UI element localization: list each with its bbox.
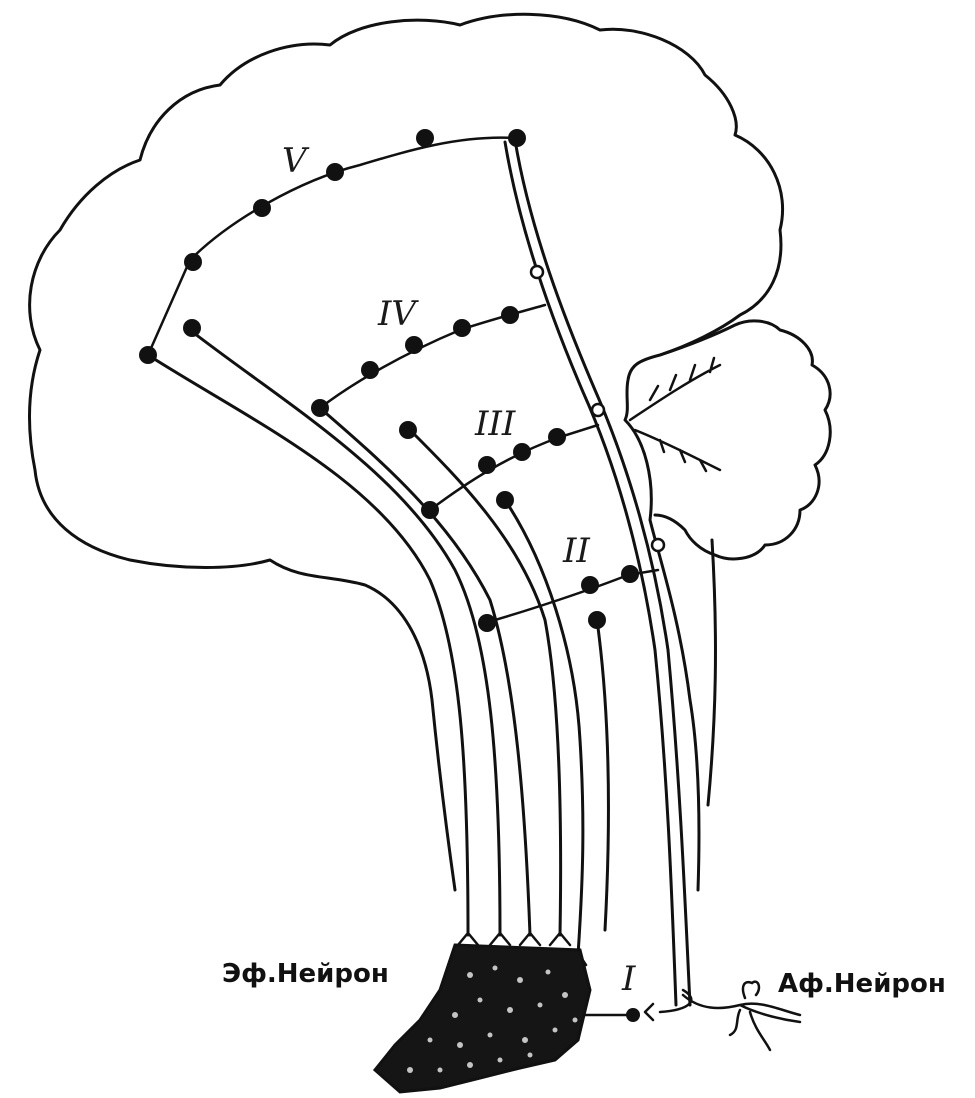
loop-III-neuron-1 (421, 501, 439, 519)
efferent-fiber-6 (597, 620, 608, 930)
loop-IV-neuron-1 (311, 399, 329, 417)
loop-V-neuron-1 (139, 346, 157, 364)
loop-V-neuron-3 (253, 199, 271, 217)
efferent-fiber-2 (190, 330, 500, 935)
loop-V-neuron-7 (183, 319, 201, 337)
loop-IV-neuron-2 (361, 361, 379, 379)
loop-IV-neuron-3 (405, 336, 423, 354)
loop-V-neuron-4 (326, 163, 344, 181)
loop-III-node (592, 404, 604, 416)
loop-V-neuron-2 (184, 253, 202, 271)
cortex-outline (30, 14, 783, 890)
loop-II-neuron-1 (478, 614, 496, 632)
loop-V-neuron-6 (508, 129, 526, 147)
loop-I-neuron (626, 1008, 640, 1022)
label-level-V: V (282, 141, 310, 181)
side-lobe-outline (655, 321, 830, 559)
afferent-neuron-label: Аф.Нейрон (778, 969, 946, 999)
loop-II-node (652, 539, 664, 551)
loop-V-neuron-5 (416, 129, 434, 147)
loop-III-neuron-6 (399, 421, 417, 439)
loop-IV-neuron-4 (453, 319, 471, 337)
loop-II-neuron-2 (581, 576, 599, 594)
loop-IV-node (531, 266, 543, 278)
loop-III-neuron-5 (496, 491, 514, 509)
right-fiber-a (708, 540, 715, 805)
loop-III-neuron-2 (478, 456, 496, 474)
loop-III-neuron-3 (513, 443, 531, 461)
loop-II-neuron-3 (621, 565, 639, 583)
label-level-I: I (621, 959, 636, 999)
label-level-III: III (474, 404, 516, 444)
efferent-neuron-label: Эф.Нейрон (222, 959, 389, 989)
loop-II-neuron-4 (588, 611, 606, 629)
label-level-IV: IV (377, 294, 419, 334)
label-level-II: II (562, 531, 590, 571)
loop-IV-neuron-5 (501, 306, 519, 324)
loop-III-neuron-4 (548, 428, 566, 446)
